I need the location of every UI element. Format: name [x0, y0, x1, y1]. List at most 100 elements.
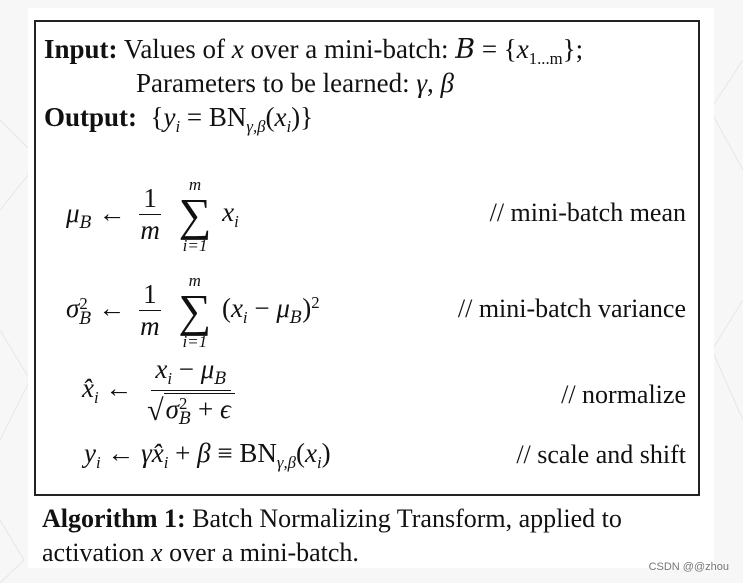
scale-arg-open: (: [295, 438, 305, 468]
scale-arg-close: ): [321, 438, 331, 468]
mean-frac-num: 1: [139, 185, 161, 216]
scale-arg-x: x: [304, 438, 317, 468]
output-i: i: [175, 116, 181, 136]
variance-sum: m ∑ i=1: [178, 272, 211, 350]
mean-fraction: 1 m: [136, 185, 164, 244]
scale-arg-i: i: [316, 452, 322, 472]
scale-bn-sub: γ,β: [276, 452, 296, 472]
mean-comment: // mini-batch mean: [489, 198, 686, 227]
normalize-den-sub: B: [178, 408, 192, 429]
normalize-comment: // normalize: [561, 380, 686, 409]
scale-y: y: [84, 438, 96, 468]
beta-symbol: β: [440, 68, 454, 98]
caption-text-1: Batch Normalizing Transform, applied to: [192, 504, 622, 533]
variance-mu: μ: [276, 293, 290, 324]
mean-mu-sub: B: [79, 211, 92, 232]
variance-sum-bottom: i=1: [182, 331, 208, 351]
input-text-2: over a mini-batch:: [250, 34, 449, 64]
variance-sigma-sub: B: [79, 308, 92, 329]
output-arg-close: ): [291, 102, 301, 132]
variance-sigma-sup: 2: [79, 294, 88, 314]
output-bn-sub: γ,β: [246, 116, 266, 136]
variance-square: 2: [311, 292, 320, 312]
variance-mu-sub: B: [289, 307, 303, 327]
input-label: Input:: [44, 34, 118, 64]
batch-x: x: [516, 34, 529, 64]
mean-arrow: ←: [98, 197, 126, 228]
sqrt-icon: √: [147, 394, 164, 428]
normalize-xhat-i: i: [93, 388, 99, 408]
normalize-numerator: xi − μB: [151, 354, 231, 391]
variance-fraction: 1 m: [136, 281, 164, 340]
caption-line-1: Algorithm 1: Batch Normalizing Transform…: [42, 502, 702, 536]
mean-sum: m ∑ i=1: [179, 176, 212, 254]
watermark: CSDN @@zhou: [648, 561, 729, 573]
algorithm-box: Input: Values of x over a mini-batch: B …: [34, 20, 700, 496]
normalize-num-i: i: [167, 368, 173, 388]
scale-equiv: ≡: [217, 438, 233, 468]
variance-sigma: σ: [66, 293, 80, 324]
mean-term-x: x: [222, 197, 235, 228]
scale-arrow: ←: [107, 438, 135, 468]
variance-minus: −: [254, 293, 270, 324]
variance-sum-top: m: [188, 271, 201, 290]
variance-x: x: [230, 293, 243, 324]
normalize-den-sup: 2: [178, 394, 188, 414]
output-close: }: [300, 102, 314, 132]
scale-xhat-i: i: [163, 452, 169, 472]
output-arg-i: i: [286, 116, 292, 136]
scale-plus: +: [175, 438, 191, 468]
variance-x-i: i: [242, 308, 248, 327]
input-text: Values of: [123, 34, 226, 64]
step-scale-shift: yi ← γx̂i + β ≡ BNγ,β(xi) // scale and s…: [36, 436, 702, 516]
batch-close: };: [562, 34, 584, 64]
output-bn: BN: [208, 102, 247, 132]
variance-frac-den: m: [140, 311, 160, 342]
normalize-xhat: x̂: [82, 373, 94, 404]
variance-frac-num: 1: [139, 281, 161, 312]
normalize-num-x: x: [155, 354, 168, 384]
params-comma: ,: [427, 68, 434, 98]
normalize-den-eps: ϵ: [219, 393, 231, 424]
scale-bn: BN: [239, 438, 277, 468]
mean-term-i: i: [234, 211, 239, 231]
batch-symbol: B: [455, 34, 476, 65]
scale-comment: // scale and shift: [516, 440, 686, 469]
algorithm-sheet: Input: Values of x over a mini-batch: B …: [28, 8, 714, 568]
normalize-den-plus: +: [198, 393, 214, 424]
mean-frac-den: m: [140, 215, 160, 246]
algorithm-caption: Algorithm 1: Batch Normalizing Transform…: [42, 502, 702, 570]
gamma-symbol: γ: [416, 68, 428, 98]
caption-var: x: [151, 538, 163, 567]
caption-label: Algorithm 1:: [42, 504, 186, 533]
step-mean: μB ← 1 m m ∑ i=1 xi // mini-batch mean: [36, 168, 702, 254]
scale-xhat: x̂: [151, 438, 164, 468]
variance-sum-symbol: ∑: [178, 285, 212, 336]
mean-formula: μB ← 1 m m ∑ i=1 xi: [66, 176, 239, 254]
output-open: {: [150, 102, 164, 132]
normalize-arrow: ←: [105, 373, 133, 404]
mean-mu: μ: [66, 197, 80, 228]
output-equals: =: [186, 102, 203, 132]
scale-formula: yi ← γx̂i + β ≡ BNγ,β(xi): [84, 440, 331, 472]
mean-sum-symbol: ∑: [178, 189, 212, 240]
params-text: Parameters to be learned:: [136, 68, 410, 98]
batch-subscript: 1...m: [528, 48, 563, 68]
output-label: Output:: [44, 102, 138, 132]
variance-comment: // mini-batch variance: [457, 294, 686, 323]
variance-close: ): [302, 293, 312, 324]
output-arg-open: (: [265, 102, 275, 132]
variance-open: (: [221, 293, 231, 324]
output-line: Output: {yi = BNγ,β(xi)}: [44, 104, 313, 136]
output-arg-x: x: [274, 102, 287, 132]
mean-sum-top: m: [188, 175, 202, 194]
output-y: y: [163, 102, 176, 132]
normalize-num-mu-sub: B: [214, 367, 227, 388]
caption-line-2: activation x over a mini-batch.: [42, 536, 702, 570]
